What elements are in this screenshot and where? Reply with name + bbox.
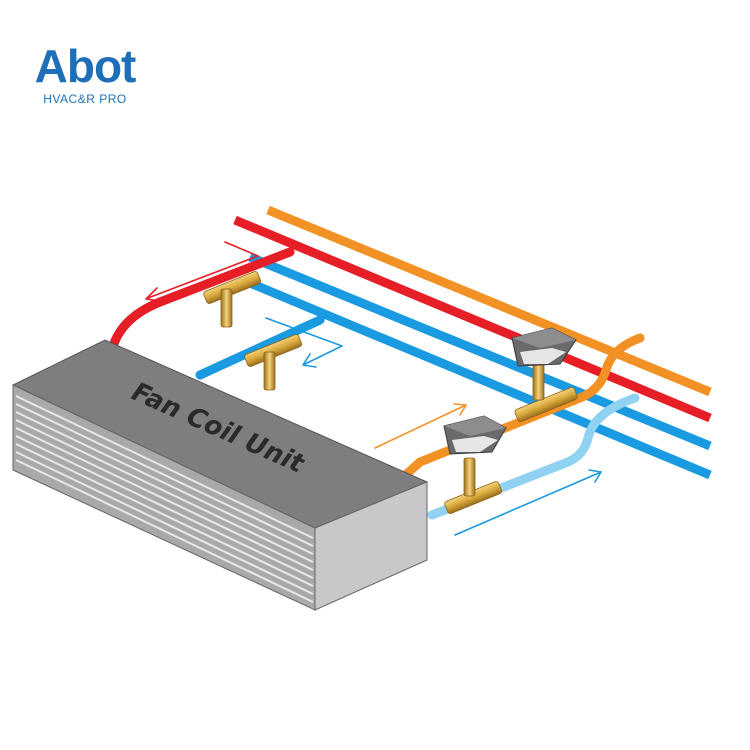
brass-tee-icon <box>444 457 503 514</box>
brand-tagline: HVAC&R PRO <box>43 92 127 106</box>
valve-actuator-icon <box>511 327 577 367</box>
condensate-branch-pipe <box>395 333 645 485</box>
chilled-main-pipe-2 <box>248 278 712 480</box>
unit-side-face <box>314 481 428 611</box>
brand-logo: Abot HVAC&R PRO <box>30 42 140 106</box>
brass-tee-icon <box>514 359 578 422</box>
light-blue-branch-pipe <box>427 393 640 520</box>
flow-arrows <box>145 241 602 536</box>
hot-branch-pipe <box>107 247 295 355</box>
flow-arrow-icon <box>454 469 602 536</box>
main-pipes <box>233 205 712 480</box>
chilled-main-pipe-1 <box>248 252 712 451</box>
brass-tee-icon <box>244 334 303 391</box>
return-branch-pipe <box>195 315 325 380</box>
brand-name: Abot <box>34 40 137 92</box>
valve-actuator-icon <box>443 415 507 455</box>
brass-tee-icon <box>203 271 262 328</box>
flow-arrow-icon <box>265 317 343 368</box>
unit-grille <box>15 395 314 603</box>
fan-coil-unit: Fan Coil Unit <box>11 339 429 611</box>
flow-arrow-icon <box>145 241 259 302</box>
branch-pipes <box>107 247 645 520</box>
flow-arrow-icon <box>374 403 467 449</box>
hot-supply-main-pipe <box>233 215 712 423</box>
condensate-main-pipe <box>266 205 712 397</box>
